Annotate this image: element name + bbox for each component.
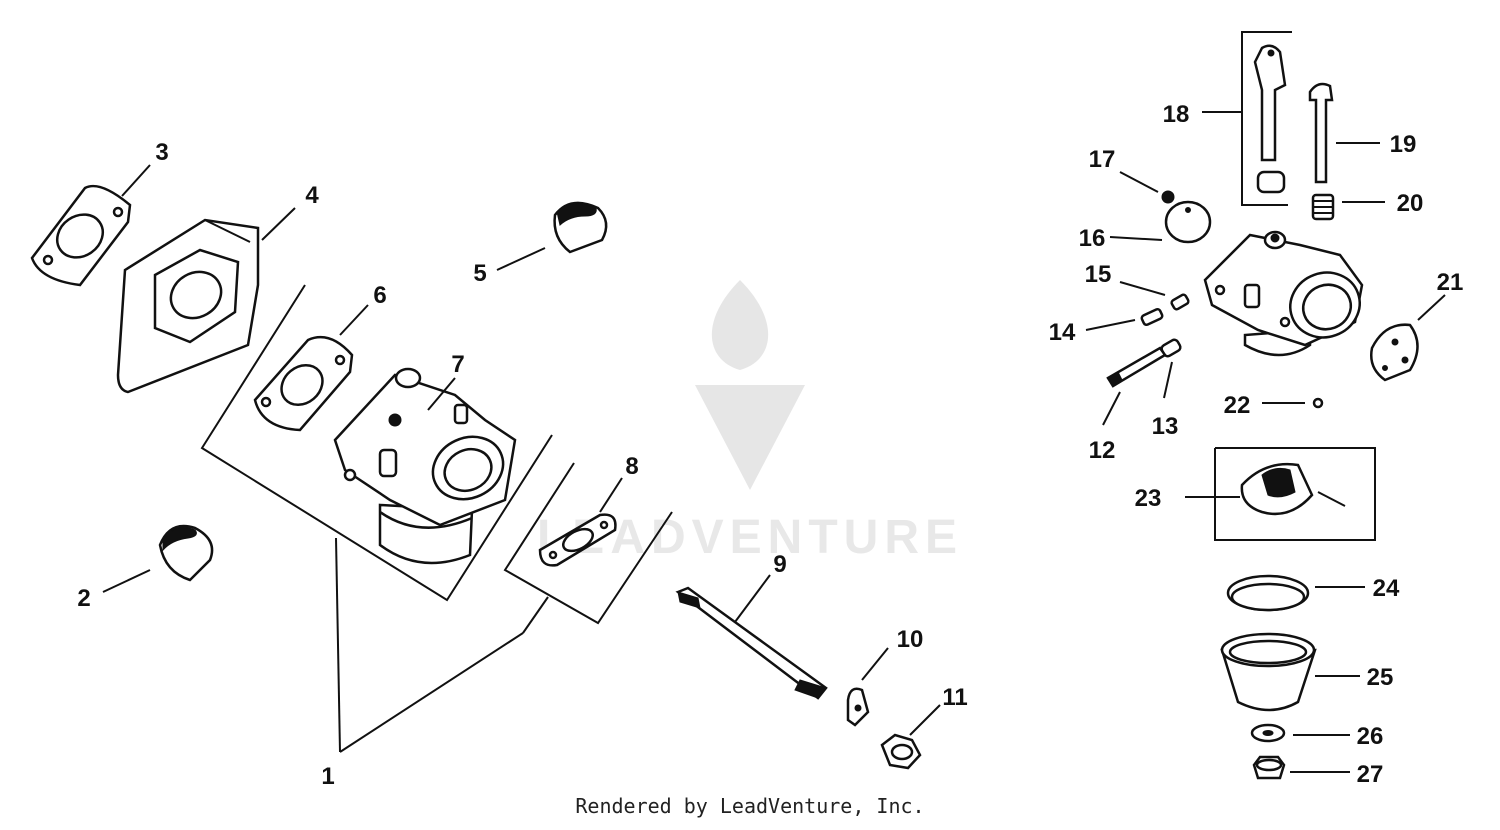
callout-11: 11 bbox=[942, 684, 967, 711]
part-15-screw: 15 bbox=[1085, 261, 1190, 311]
callout-16: 16 bbox=[1079, 225, 1106, 252]
part-9-stud: 9 bbox=[675, 551, 828, 700]
part-26-washer: 26 bbox=[1250, 723, 1384, 750]
callout-20: 20 bbox=[1397, 190, 1424, 217]
part-20-spring: 20 bbox=[1311, 190, 1424, 221]
callout-7: 7 bbox=[451, 351, 464, 378]
part-5-foam-pad: 5 bbox=[473, 201, 608, 287]
part-18-assembly: 18 bbox=[1163, 31, 1292, 206]
callout-14: 14 bbox=[1049, 319, 1076, 346]
callout-10: 10 bbox=[897, 626, 924, 653]
callout-3: 3 bbox=[155, 139, 168, 166]
part-11-nut: 11 bbox=[880, 684, 968, 770]
assembly-bracket-lines bbox=[200, 284, 673, 753]
part-6-gasket: 6 bbox=[253, 282, 387, 432]
callout-27: 27 bbox=[1357, 761, 1384, 788]
callout-5: 5 bbox=[473, 260, 486, 287]
part-16-plate: 16 bbox=[1079, 200, 1212, 252]
part-23-float: 23 bbox=[1135, 447, 1376, 541]
part-10-clip: 10 bbox=[846, 626, 924, 727]
part-25-bowl: 25 bbox=[1220, 632, 1394, 712]
callout-24: 24 bbox=[1373, 575, 1400, 602]
part-4-adapter-bracket: 4 bbox=[116, 182, 319, 394]
part-27-bowl-nut: 27 bbox=[1252, 755, 1384, 788]
callout-6: 6 bbox=[373, 282, 386, 309]
leadventure-watermark: LEADVENTURE bbox=[537, 280, 957, 564]
part-17-screw: 17 bbox=[1089, 146, 1175, 204]
callout-15: 15 bbox=[1085, 261, 1112, 288]
callout-8: 8 bbox=[625, 453, 638, 480]
callout-17: 17 bbox=[1089, 146, 1116, 173]
part-24-ring-gasket: 24 bbox=[1226, 574, 1400, 612]
part-7-carburetor: 7 bbox=[333, 351, 517, 565]
part-8-gasket: 8 bbox=[538, 453, 639, 567]
part-2-foam-pad: 2 bbox=[77, 524, 214, 612]
callout-25: 25 bbox=[1367, 664, 1394, 691]
credit-line: Rendered by LeadVenture, Inc. bbox=[575, 794, 925, 818]
part-14-screw: 14 bbox=[1049, 307, 1164, 346]
callout-19: 19 bbox=[1390, 131, 1417, 158]
callout-13: 13 bbox=[1152, 413, 1179, 440]
part-21-cover-plate: 21 bbox=[1370, 269, 1464, 382]
part-22-ball: 22 bbox=[1224, 392, 1324, 419]
carburetor-body-right bbox=[1203, 230, 1364, 357]
callout-12: 12 bbox=[1089, 437, 1116, 464]
part-12-needle-screw: 12 bbox=[1089, 346, 1167, 464]
callout-9: 9 bbox=[773, 551, 786, 578]
callout-2: 2 bbox=[77, 585, 90, 612]
callout-18: 18 bbox=[1163, 101, 1190, 128]
callout-26: 26 bbox=[1357, 723, 1384, 750]
callout-23: 23 bbox=[1135, 485, 1162, 512]
part-3-gasket: 3 bbox=[30, 139, 169, 287]
callout-1: 1 bbox=[321, 763, 334, 790]
callout-4: 4 bbox=[305, 182, 319, 209]
part-19-needle: 19 bbox=[1308, 82, 1417, 184]
callout-22: 22 bbox=[1224, 392, 1251, 419]
callout-21: 21 bbox=[1437, 269, 1464, 296]
